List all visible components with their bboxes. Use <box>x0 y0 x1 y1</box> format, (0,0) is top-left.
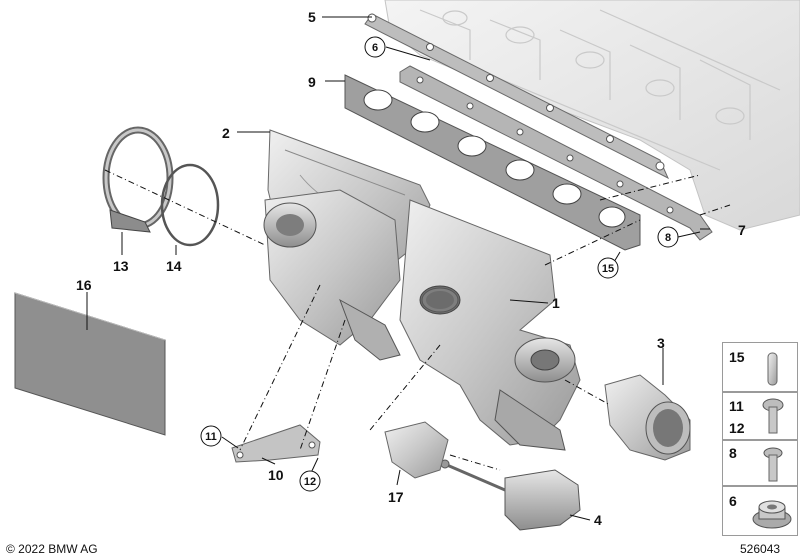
callout-8: 8 <box>665 232 671 244</box>
dowel-pin-icon <box>767 352 778 386</box>
leader-lines <box>86 16 710 521</box>
actuator-4 <box>439 459 581 531</box>
callouts: 1 2 3 4 5 7 9 10 13 14 16 17 <box>76 9 746 528</box>
callout-1: 1 <box>552 295 560 311</box>
callout-12: 12 <box>304 476 316 488</box>
legend-label-11: 11 <box>729 398 744 414</box>
legend-row-8: 8 <box>722 440 798 486</box>
turbocharger-left <box>263 189 459 361</box>
bolt-icon <box>762 398 784 434</box>
callout-15: 15 <box>602 263 614 275</box>
callout-5: 5 <box>308 9 316 25</box>
sealing-ring-14 <box>160 163 220 247</box>
manifold-gasket-9 <box>344 74 641 251</box>
copyright: © 2022 BMW AG <box>6 542 98 556</box>
legend-row-15: 15 <box>722 342 798 392</box>
alignment-lines <box>104 169 731 471</box>
v-band-clamp-13 <box>102 126 174 233</box>
callout-10: 10 <box>268 467 284 483</box>
callout-9: 9 <box>308 74 316 90</box>
legend-label-8: 8 <box>729 445 737 461</box>
callout-6: 6 <box>372 42 378 54</box>
gasket-strip-5 <box>364 13 670 180</box>
legend-label-12: 12 <box>729 420 745 436</box>
callout-3: 3 <box>657 335 665 351</box>
legend-label-15: 15 <box>729 349 745 365</box>
insulation-panel-16 <box>14 292 166 436</box>
callout-2: 2 <box>222 125 230 141</box>
turbocharger-1 <box>399 199 581 451</box>
callout-7: 7 <box>738 222 746 238</box>
callout-13: 13 <box>113 258 129 274</box>
callout-14: 14 <box>166 258 182 274</box>
legend-row-11-12: 11 12 <box>722 392 798 440</box>
flange-bolt-icon <box>763 447 783 482</box>
callout-4: 4 <box>594 512 602 528</box>
nut-icon <box>752 500 792 529</box>
callout-11: 11 <box>205 431 217 443</box>
callout-17: 17 <box>388 489 404 505</box>
cylinder-head <box>384 0 800 231</box>
gasket-strip-8 <box>399 65 713 241</box>
legend-row-6: 6 <box>722 486 798 536</box>
heat-shield-17 <box>384 421 449 479</box>
bracket-10 <box>231 424 321 463</box>
callout-16: 16 <box>76 277 92 293</box>
outlet-elbow-3 <box>604 374 691 461</box>
circled-callouts: 6 8 15 11 12 <box>200 36 679 492</box>
diagram-number: 526043 <box>740 542 781 556</box>
legend-label-6: 6 <box>729 493 737 509</box>
